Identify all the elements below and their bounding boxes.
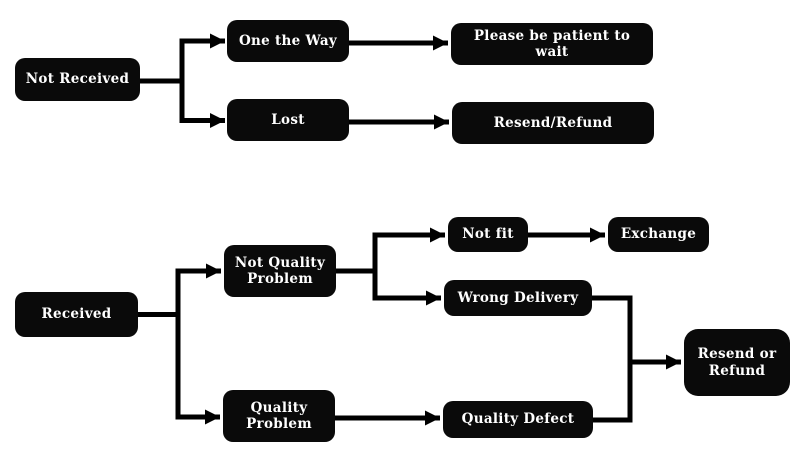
node-received: Received <box>15 292 138 337</box>
node-lost: Lost <box>227 99 349 141</box>
node-not-quality-problem: Not Quality Problem <box>224 245 336 297</box>
node-one-the-way: One the Way <box>227 20 349 62</box>
node-quality-defect: Quality Defect <box>443 401 593 438</box>
node-exchange: Exchange <box>608 217 709 252</box>
node-wrong-delivery: Wrong Delivery <box>444 280 592 316</box>
node-not-fit: Not fit <box>448 217 528 252</box>
node-resend-refund: Resend/Refund <box>452 102 654 144</box>
node-please-be-patient: Please be patient to wait <box>451 23 653 65</box>
node-not-received: Not Received <box>15 58 140 101</box>
node-quality-problem: Quality Problem <box>223 390 335 442</box>
node-resend-or-refund: Resend or Refund <box>684 329 790 396</box>
